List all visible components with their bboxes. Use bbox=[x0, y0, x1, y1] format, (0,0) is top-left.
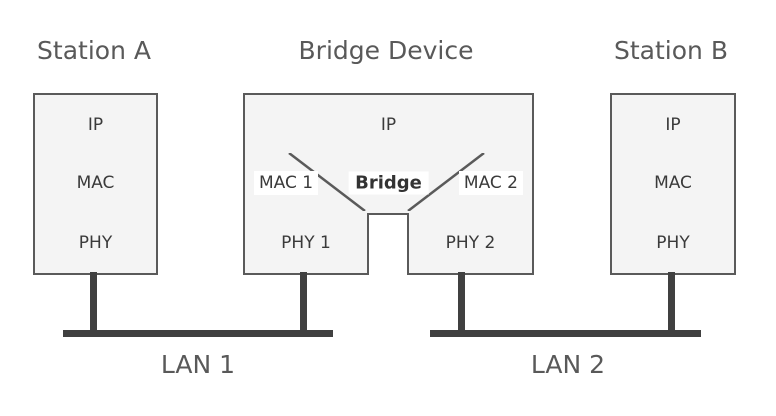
bridge-phy2-drop-line bbox=[458, 272, 465, 333]
bridge-label: Bridge bbox=[348, 171, 429, 195]
bridge-mac1-label: MAC 1 bbox=[254, 171, 319, 195]
station-b-title: Station B bbox=[614, 36, 728, 65]
station-b-mac-layer: MAC bbox=[610, 153, 736, 215]
bridge-funnel-lines bbox=[288, 153, 485, 211]
lan2-label: LAN 2 bbox=[530, 350, 606, 379]
station-b-drop-line bbox=[668, 272, 675, 333]
bridge-mac-band: MAC 1 Bridge MAC 2 bbox=[243, 153, 534, 215]
station-b-ip-layer: IP bbox=[610, 93, 736, 157]
bridge-mac2-label: MAC 2 bbox=[458, 171, 523, 195]
station-a-phy-layer: PHY bbox=[33, 213, 158, 275]
bridge-phy2-layer: PHY 2 bbox=[407, 213, 534, 275]
bridge-phy1-drop-line bbox=[300, 272, 307, 333]
station-a-title: Station A bbox=[37, 36, 151, 65]
bridge-device-title: Bridge Device bbox=[298, 36, 474, 65]
lan1-label: LAN 1 bbox=[160, 350, 236, 379]
station-a-ip-layer: IP bbox=[33, 93, 158, 157]
lan2-bus bbox=[430, 330, 701, 337]
station-a-drop-line bbox=[90, 272, 97, 333]
bridge-funnel-right-line bbox=[407, 153, 485, 211]
bridge-funnel-left-line bbox=[288, 153, 366, 211]
bridge-phy1-layer: PHY 1 bbox=[243, 213, 369, 275]
lan1-bus bbox=[63, 330, 333, 337]
station-a-mac-layer: MAC bbox=[33, 153, 158, 215]
station-b-phy-layer: PHY bbox=[610, 213, 736, 275]
bridge-ip-layer: IP bbox=[243, 93, 534, 157]
